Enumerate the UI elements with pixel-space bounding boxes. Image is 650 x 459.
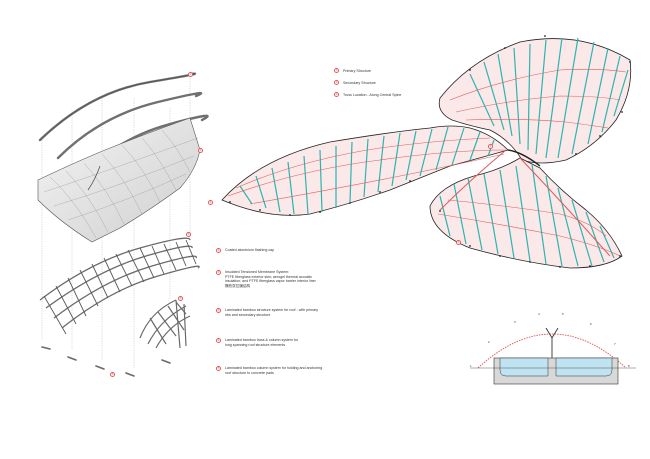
section-arch bbox=[477, 333, 627, 369]
bamboo-cross-ribs bbox=[43, 239, 197, 335]
legend-right-label-1: Primary Structure bbox=[343, 69, 371, 73]
edge-anchors bbox=[229, 35, 631, 268]
roof-perspective bbox=[221, 35, 632, 269]
legend-left-num-2: 2 bbox=[216, 270, 221, 275]
secondary-structure-right bbox=[469, 37, 629, 159]
cross-section bbox=[470, 327, 636, 385]
legend-left-num-1: 1 bbox=[216, 248, 221, 253]
legend-left-text-3: Laminated bamboo structure system for ro… bbox=[225, 308, 319, 317]
section-marker-4: 4 bbox=[538, 312, 540, 316]
section-column bbox=[545, 327, 559, 358]
section-marker-6: 6 bbox=[590, 322, 592, 326]
primary-structure-left bbox=[227, 137, 507, 205]
section-marker-7: 7 bbox=[614, 342, 616, 346]
membrane-layer bbox=[37, 117, 201, 243]
legend-right-num-2: 2 bbox=[334, 80, 339, 85]
legend-left-text-2: Insulated Tensioned Membrane System: PTF… bbox=[225, 270, 316, 288]
secondary-structure-bottom bbox=[439, 163, 615, 267]
exploded-marker-4: 4 bbox=[178, 296, 183, 301]
water-pool-right bbox=[555, 357, 613, 377]
exploded-marker-5: 5 bbox=[110, 372, 115, 377]
section-marker-5: 5 bbox=[562, 312, 564, 316]
legend-right-num-1: 1 bbox=[334, 68, 339, 73]
plan-marker-3: 3 bbox=[456, 240, 461, 245]
legend-right-num-3: 3 bbox=[334, 92, 339, 97]
roof-lobe-left bbox=[221, 125, 509, 216]
legend-left-num-4: 4 bbox=[216, 338, 221, 343]
bamboo-ribs-layer bbox=[39, 237, 200, 329]
plan-marker-2: 2 bbox=[488, 144, 493, 149]
primary-structure-right bbox=[449, 69, 627, 129]
legend-left-num-3: 3 bbox=[216, 308, 221, 313]
truss-layer bbox=[139, 299, 191, 349]
column-stubs-layer bbox=[41, 346, 171, 377]
plan-marker-1: 1 bbox=[208, 200, 213, 205]
section-marker-1: 1 bbox=[470, 364, 472, 368]
exploded-marker-1: 1 bbox=[188, 72, 193, 77]
section-marker-3: 3 bbox=[514, 320, 516, 324]
legend-left-text-1: Coated aluminium flashing cap bbox=[225, 248, 275, 252]
legend-left-text-5: Laminated bamboo column system for holdi… bbox=[225, 366, 323, 375]
exploded-marker-2: 2 bbox=[198, 148, 203, 153]
legend-left-text-4: Laminated bamboo truss & column system f… bbox=[225, 338, 299, 347]
primary-structure-bottom bbox=[437, 199, 621, 257]
legend-right-label-3: Truss Location - Along Central Spine bbox=[343, 93, 402, 97]
legend-left-num-5: 5 bbox=[216, 366, 221, 371]
section-marker-8: 8 bbox=[628, 364, 630, 368]
section-marker-2: 2 bbox=[488, 340, 490, 344]
water-pool-left bbox=[499, 357, 549, 377]
roof-lobe-bottom bbox=[429, 157, 623, 269]
exploded-marker-3: 3 bbox=[186, 232, 191, 237]
exploded-axonometric bbox=[37, 72, 209, 377]
central-spine-truss bbox=[507, 149, 541, 167]
legend-right-label-2: Secondary Structure bbox=[343, 81, 376, 85]
roof-lobe-right bbox=[438, 38, 632, 164]
